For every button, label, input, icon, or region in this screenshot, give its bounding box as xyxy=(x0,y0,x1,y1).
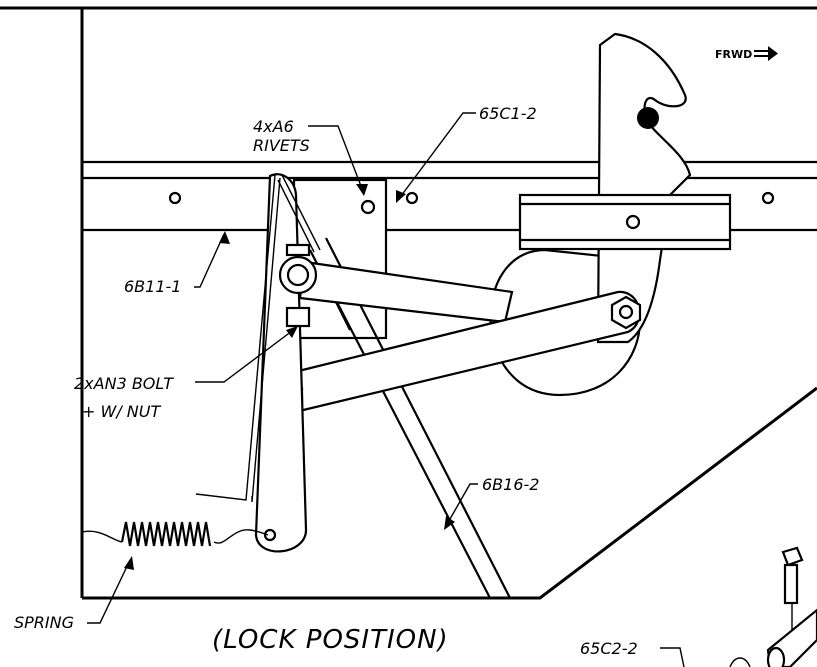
latch-wire xyxy=(195,174,321,503)
forward-arrow-icon xyxy=(754,46,778,61)
label-part-6b11: 6B11-1 xyxy=(124,277,181,296)
arrowheads xyxy=(124,184,455,570)
channel-bracket xyxy=(518,193,732,251)
bolt-an3 xyxy=(278,243,318,328)
label-bolt-line1: 2xAN3 BOLT xyxy=(74,374,174,393)
label-part-65c1: 65C1-2 xyxy=(479,104,537,123)
label-rivets-line2: RIVETS xyxy=(253,136,310,155)
bolt-65c2 xyxy=(729,546,817,667)
label-lock-position: (LOCK POSITION) xyxy=(212,625,449,655)
label-spring: SPRING xyxy=(14,613,74,632)
frame xyxy=(0,6,817,600)
label-bolt-line2: + W/ NUT xyxy=(82,402,161,421)
spring-coil xyxy=(81,521,269,547)
leader-lines xyxy=(87,112,685,667)
label-rivets-line1: 4xA6 xyxy=(253,117,294,136)
label-part-65c2: 65C2-2 xyxy=(580,639,638,658)
label-part-6b16: 6B16-2 xyxy=(482,475,539,494)
label-frwd: FRWD xyxy=(715,48,752,61)
hook-lever xyxy=(596,32,692,344)
